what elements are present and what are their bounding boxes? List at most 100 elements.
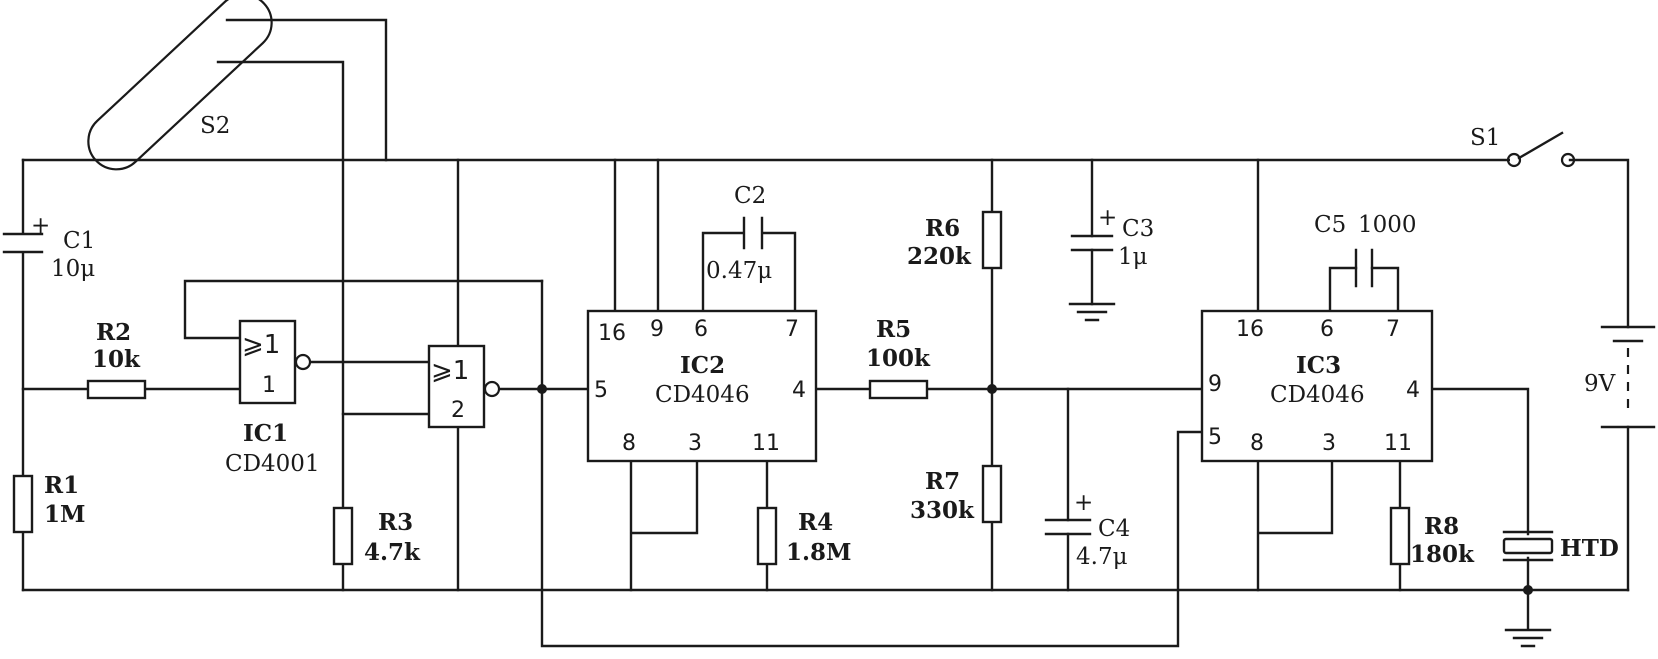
ic2-pin8-pin3-wire xyxy=(629,459,699,592)
ic2-pin-16: 16 xyxy=(598,321,626,346)
gate1-symbol: ⩾1 xyxy=(242,330,280,360)
r1-body xyxy=(12,474,34,534)
ic3-pin-6: 6 xyxy=(1320,317,1334,342)
gate1-body xyxy=(238,319,297,405)
r5-label: R5 xyxy=(876,316,911,343)
c2-value: 0.47μ xyxy=(706,258,772,284)
ic2-supply-pins-wire xyxy=(613,158,660,313)
c4-plates xyxy=(1044,518,1092,536)
ic3-pin-11: 11 xyxy=(1384,431,1412,456)
c1-plates xyxy=(2,232,44,254)
gate1-index: 1 xyxy=(262,373,276,398)
ic2-pin-9: 9 xyxy=(650,317,664,342)
ic2-pin-8: 8 xyxy=(622,431,636,456)
ic3-pin-9: 9 xyxy=(1208,372,1222,397)
ic2-body xyxy=(586,309,818,463)
gate2-inverter-bubble xyxy=(483,380,501,398)
ic3-pin-7: 7 xyxy=(1386,317,1400,342)
r5-resistor: R5 100k xyxy=(866,316,931,400)
r7-value: 330k xyxy=(910,497,975,524)
r7-resistor: R7 330k xyxy=(910,464,1003,524)
r4-resistor: R4 1.8M xyxy=(756,506,851,566)
s2-tube-shape xyxy=(87,0,273,171)
ic3-label: IC3 xyxy=(1296,352,1341,379)
r3-value: 4.7k xyxy=(364,539,421,566)
ground-bars xyxy=(1504,628,1552,648)
ic2-part: CD4046 xyxy=(655,382,750,408)
ic3-pin-3: 3 xyxy=(1322,431,1336,456)
r4-label: R4 xyxy=(798,509,833,536)
c5-label: C5 xyxy=(1314,212,1346,238)
r3-label: R3 xyxy=(378,509,413,536)
r1-resistor: R1 1M xyxy=(12,472,85,534)
battery-9v: 9V xyxy=(1584,325,1656,429)
c5-value: 1000 xyxy=(1358,212,1417,238)
r2-body xyxy=(86,379,147,400)
c3-plates xyxy=(1070,234,1114,252)
junction-dot xyxy=(537,384,547,394)
gate2-body xyxy=(427,344,486,429)
ground-icon xyxy=(1504,628,1552,648)
ic3-pin8-pin3-wire xyxy=(1256,459,1334,592)
ic2-pin-7: 7 xyxy=(785,317,799,342)
gate-feedback-wire xyxy=(183,279,544,340)
battery-wire xyxy=(1568,158,1630,592)
c4-value: 4.7μ xyxy=(1076,544,1128,570)
r1-value: 1M xyxy=(44,501,85,528)
c2-capacitor: C2 0.47μ xyxy=(706,183,772,284)
r4-body xyxy=(756,506,778,566)
ic1-gate-2: ⩾1 2 xyxy=(427,344,501,429)
r6-value: 220k xyxy=(907,243,972,270)
battery-label: 9V xyxy=(1584,371,1616,397)
r5-value: 100k xyxy=(866,345,931,372)
ic3-pin-8: 8 xyxy=(1250,431,1264,456)
junction-dots xyxy=(537,384,1533,595)
ic1-label: IC1 xyxy=(243,420,288,447)
c3-label: C3 xyxy=(1122,216,1154,242)
r6-label: R6 xyxy=(925,215,960,242)
wires xyxy=(21,18,1630,648)
ic2-pin-3: 3 xyxy=(688,431,702,456)
s1-label: S1 xyxy=(1470,125,1500,151)
r3-body xyxy=(332,506,354,566)
ic2-pin-5: 5 xyxy=(594,378,608,403)
s1-contact-right xyxy=(1560,152,1576,168)
ic2-label: IC2 xyxy=(680,352,725,379)
c3-capacitor: + C3 1μ xyxy=(1068,205,1154,322)
gate2-symbol: ⩾1 xyxy=(431,356,469,386)
r7-label: R7 xyxy=(925,468,960,495)
ic1-gate-1: ⩾1 1 xyxy=(238,319,312,405)
c4-capacitor: + C4 4.7μ xyxy=(1044,490,1130,570)
s2-lead-lower-r3 xyxy=(216,60,345,592)
r7-body xyxy=(981,464,1003,524)
r8-body xyxy=(1389,506,1411,566)
c1-plus-sign: + xyxy=(31,213,50,239)
c1-label: C1 xyxy=(63,228,95,254)
ic3-pin-4: 4 xyxy=(1406,378,1420,403)
r8-label: R8 xyxy=(1424,513,1459,540)
r5-body xyxy=(868,379,929,400)
r3-resistor: R3 4.7k xyxy=(332,506,421,566)
vco-return-wire xyxy=(540,279,1204,648)
s2-switch: S2 xyxy=(87,0,273,171)
c3-value: 1μ xyxy=(1118,244,1148,270)
s1-lever xyxy=(1517,131,1564,160)
ic2-pin-4: 4 xyxy=(792,378,806,403)
r1-label: R1 xyxy=(44,472,79,499)
s2-lead-upper xyxy=(225,18,388,162)
gate2-index: 2 xyxy=(451,398,465,423)
htd-buzzer: HTD xyxy=(1502,530,1619,562)
junction-dot xyxy=(987,384,997,394)
s1-contact-left xyxy=(1506,152,1522,168)
c3-plus-sign: + xyxy=(1098,205,1117,231)
r2-resistor: R2 10k xyxy=(86,319,147,400)
c4-plus-sign: + xyxy=(1074,490,1093,516)
htd-label: HTD xyxy=(1560,535,1619,562)
r8-value: 180k xyxy=(1410,541,1475,568)
ground-icon xyxy=(1068,302,1116,322)
r2-value: 10k xyxy=(92,346,141,373)
r8-resistor: R8 180k xyxy=(1389,506,1475,568)
gate1-inverter-bubble xyxy=(294,353,312,371)
ic3-pin-16: 16 xyxy=(1236,317,1264,342)
